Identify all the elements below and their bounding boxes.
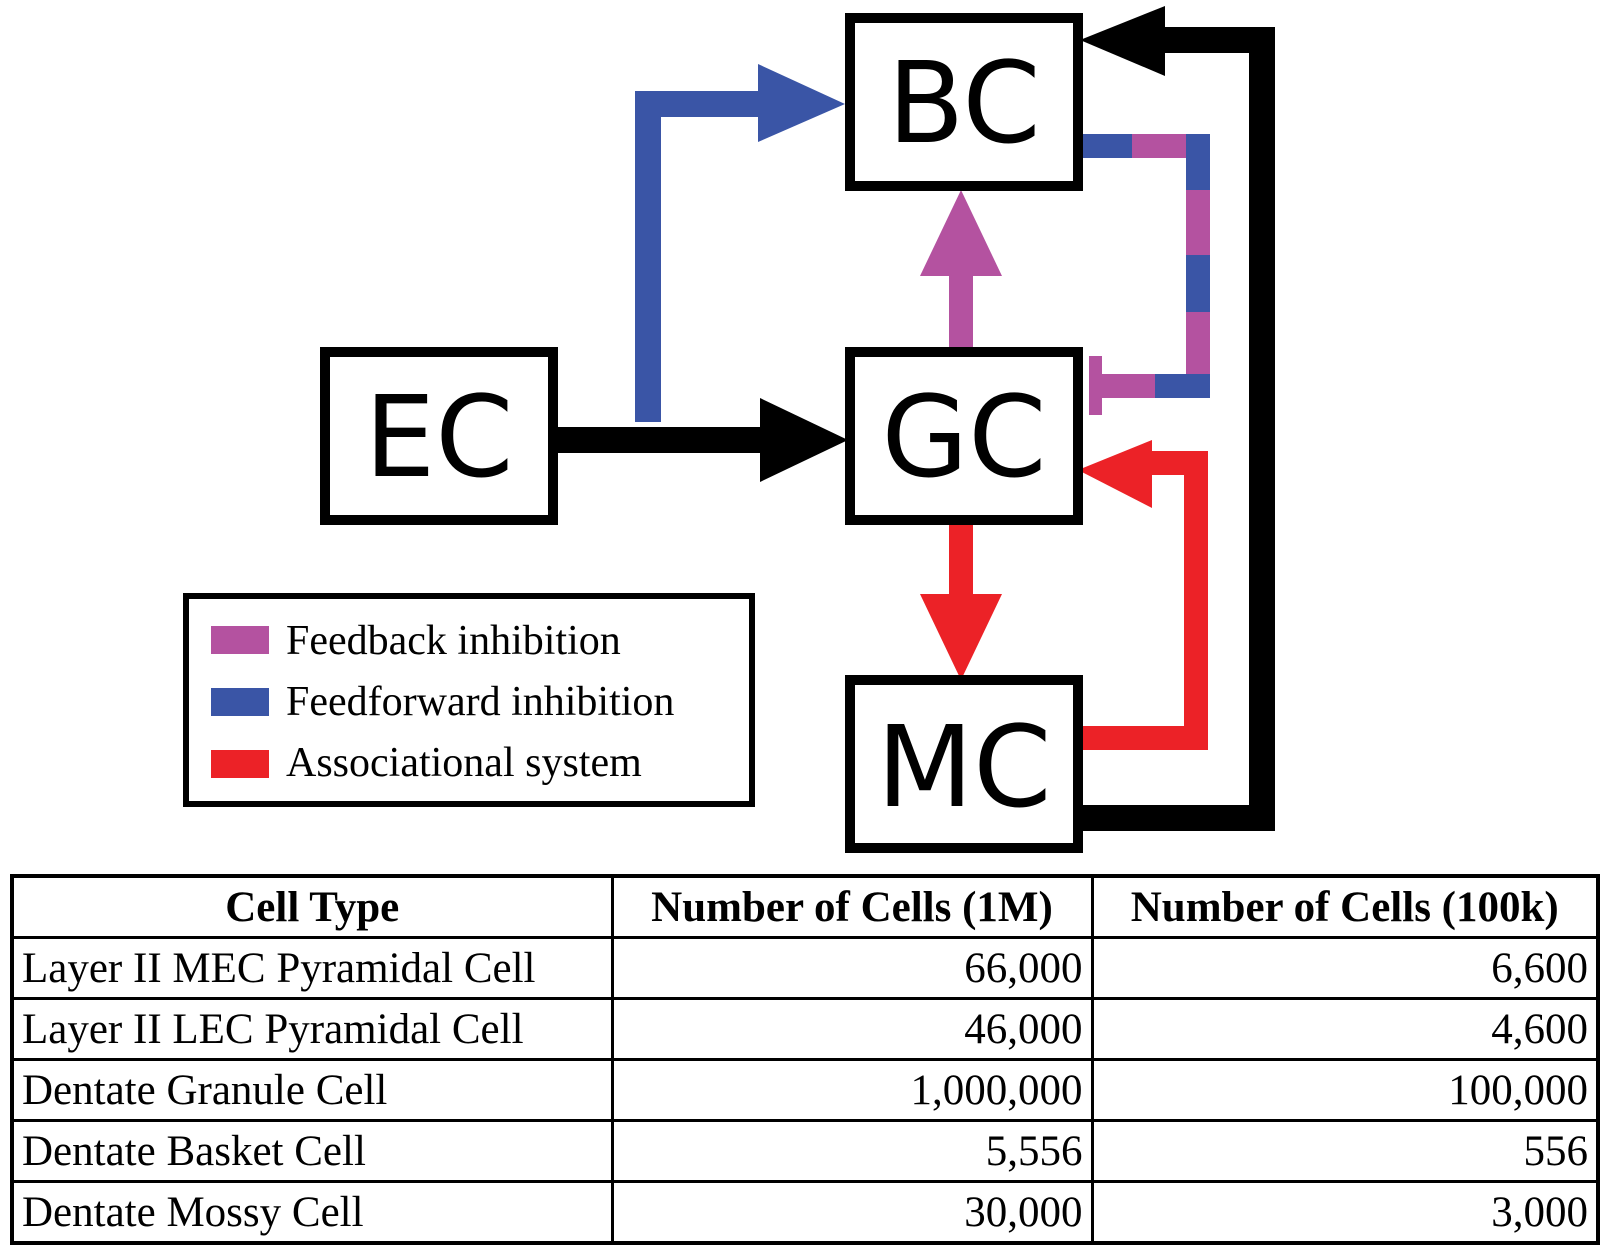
- edge-bc-to-gc-inhibition: [1082, 134, 1210, 415]
- table-row: Dentate Basket Cell 5,556 556: [10, 1119, 1600, 1183]
- node-mc: MC: [845, 675, 1083, 853]
- edge-gc-to-bc-feedback: [920, 190, 1002, 348]
- legend-label-feedback: Feedback inhibition: [286, 618, 621, 664]
- legend-item-feedback: Feedback inhibition: [211, 618, 621, 664]
- edge-mc-to-gc-associational: [1078, 440, 1208, 750]
- table-row: Dentate Granule Cell 1,000,000 100,000: [10, 1058, 1600, 1122]
- table-row: Dentate Mossy Cell 30,000 3,000: [10, 1180, 1600, 1245]
- node-gc: GC: [845, 347, 1083, 525]
- cell-count-1m: 30,000: [610, 1180, 1094, 1245]
- node-ec-label: EC: [365, 373, 514, 503]
- cell-count-100k: 100,000: [1090, 1058, 1600, 1122]
- cell-count-table: Cell Type Number of Cells (1M) Number of…: [10, 874, 1600, 1245]
- legend-label-associational: Associational system: [286, 740, 642, 786]
- cell-count-100k: 556: [1090, 1119, 1600, 1183]
- cell-count-1m: 66,000: [610, 936, 1094, 1000]
- node-bc-label: BC: [887, 39, 1040, 169]
- edge-mc-to-bc: [1080, 6, 1275, 831]
- circuit-diagram: BC GC EC MC Feedback inhibition Feedforw…: [183, 6, 1275, 853]
- node-ec: EC: [320, 347, 558, 525]
- edge-ec-to-gc: [555, 398, 848, 482]
- cell-type: Layer II LEC Pyramidal Cell: [10, 997, 614, 1061]
- node-mc-label: MC: [877, 703, 1052, 833]
- table-header-row: Cell Type Number of Cells (1M) Number of…: [10, 874, 1600, 939]
- node-bc: BC: [845, 13, 1083, 191]
- cell-type: Dentate Granule Cell: [10, 1058, 614, 1122]
- cell-count-100k: 4,600: [1090, 997, 1600, 1061]
- table-row: Layer II LEC Pyramidal Cell 46,000 4,600: [10, 997, 1600, 1061]
- edge-gc-to-mc-associational: [920, 520, 1002, 680]
- cell-type: Layer II MEC Pyramidal Cell: [10, 936, 614, 1000]
- edge-ec-to-bc-feedforward: [635, 64, 845, 422]
- header-cells-100k: Number of Cells (100k): [1090, 874, 1600, 939]
- legend-item-feedforward: Feedforward inhibition: [211, 679, 674, 725]
- legend: Feedback inhibition Feedforward inhibiti…: [183, 593, 755, 807]
- legend-item-associational: Associational system: [211, 740, 642, 786]
- cell-count-1m: 1,000,000: [610, 1058, 1094, 1122]
- node-gc-label: GC: [882, 373, 1047, 503]
- legend-swatch-associational: [211, 750, 269, 778]
- table-row: Layer II MEC Pyramidal Cell 66,000 6,600: [10, 936, 1600, 1000]
- header-cell-type: Cell Type: [10, 874, 614, 939]
- cell-count-100k: 6,600: [1090, 936, 1600, 1000]
- cell-type: Dentate Mossy Cell: [10, 1180, 614, 1245]
- legend-swatch-feedforward: [211, 688, 269, 716]
- header-cells-1m: Number of Cells (1M): [610, 874, 1094, 939]
- cell-count-100k: 3,000: [1090, 1180, 1600, 1245]
- legend-swatch-feedback: [211, 626, 269, 654]
- cell-count-1m: 5,556: [610, 1119, 1094, 1183]
- legend-label-feedforward: Feedforward inhibition: [286, 679, 674, 725]
- cell-type: Dentate Basket Cell: [10, 1119, 614, 1183]
- cell-count-1m: 46,000: [610, 997, 1094, 1061]
